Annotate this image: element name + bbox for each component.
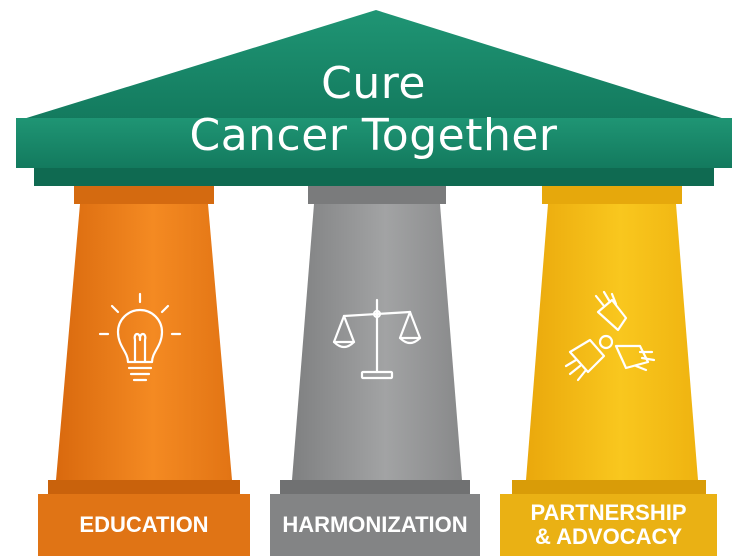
pillar-partnership	[500, 186, 717, 556]
scales-icon	[332, 298, 422, 380]
lightbulb-icon	[98, 292, 182, 382]
base-partnership	[500, 494, 717, 556]
roof-shadow	[34, 168, 714, 186]
roof-pediment	[20, 10, 728, 120]
pillar-label-harmonization: HARMONIZATION	[282, 512, 468, 537]
plinth-partnership	[512, 480, 706, 494]
pillar-education	[38, 186, 250, 556]
pillar-label-education: EDUCATION	[79, 512, 209, 537]
roof-band	[16, 118, 732, 168]
joined-hands-icon	[564, 290, 656, 382]
roof-title-line2: Cancer Together	[189, 110, 558, 161]
pillar-harmonization	[270, 186, 480, 556]
capital-harmonization	[308, 186, 446, 204]
base-education	[38, 494, 250, 556]
pillar-label-partnership-line1: PARTNERSHIP	[530, 500, 687, 525]
base-harmonization	[270, 494, 480, 556]
pillar-label-partnership: PARTNERSHIP & ADVOCACY	[500, 494, 717, 556]
roof-title-line1: Cure	[321, 58, 426, 109]
plinth-education	[48, 480, 240, 494]
plinth-harmonization	[280, 480, 470, 494]
pillar-label-partnership-line2: & ADVOCACY	[534, 524, 683, 549]
capital-partnership	[542, 186, 682, 204]
capital-education	[74, 186, 214, 204]
roof	[16, 10, 732, 186]
